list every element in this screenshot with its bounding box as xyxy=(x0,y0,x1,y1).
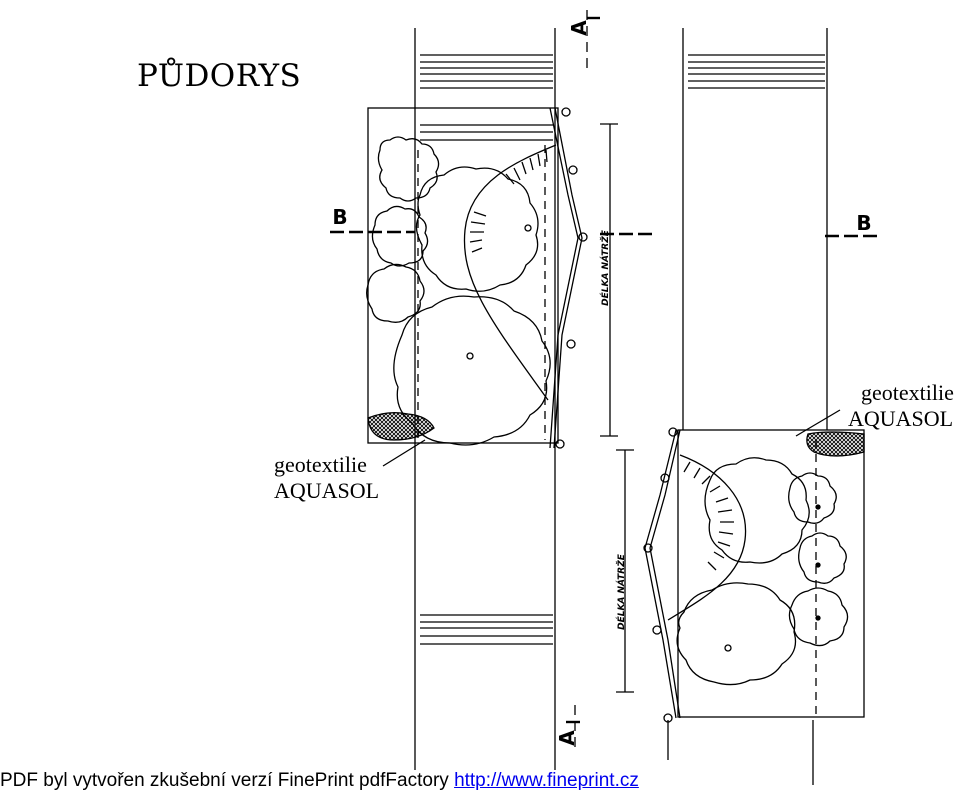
footer-notice: PDF byl vytvořen zkušební verzí FinePrin… xyxy=(0,770,639,792)
section-mark-a-bottom: A xyxy=(555,730,579,746)
dimension-label-bottom: DÉLKA NÁTRŽE xyxy=(615,553,627,630)
page-title: PŮDORYS xyxy=(137,58,302,94)
callout-right-line1: geotextilie xyxy=(861,380,954,405)
footer-link[interactable]: http://www.fineprint.cz xyxy=(454,770,639,791)
right-channel xyxy=(566,28,882,785)
dimension-label-top: DÉLKA NÁTRŽE xyxy=(599,229,611,306)
section-mark-a-top: A xyxy=(567,20,591,36)
footer-text: PDF byl vytvořen zkušební verzí FinePrin… xyxy=(0,770,449,791)
section-mark-b-right: B xyxy=(856,211,871,235)
left-channel xyxy=(330,10,655,770)
section-mark-b-left: B xyxy=(332,205,347,229)
callout-left-line1: geotextilie xyxy=(274,452,367,477)
callout-left-line2: AQUASOL xyxy=(274,478,380,503)
callout-right-line2: AQUASOL xyxy=(848,406,954,431)
